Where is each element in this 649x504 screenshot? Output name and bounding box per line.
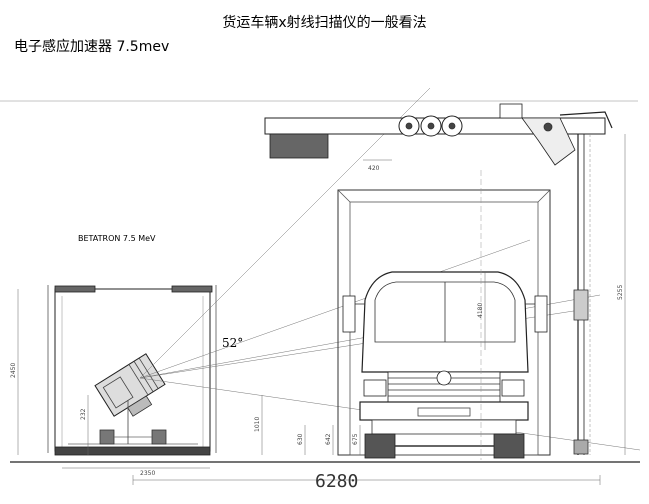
dimension-lines [17,134,626,485]
gantry-beam [264,103,613,166]
betatron-shelter [47,285,217,456]
dim-shelter-height: 2450 [10,363,17,378]
dim-low-c: 675 [352,433,359,445]
dim-source-height: 1010 [254,417,261,432]
dim-bar-offset: 420 [368,165,380,172]
dim-source-offset: 232 [80,408,87,420]
dim-left-mast: 4180 [477,303,484,318]
dim-low-b: 642 [325,433,332,445]
page-title: 货运车辆x射线扫描仪的一般看法 [222,15,427,31]
subtitle: 电子感应加速器 7.5mev [14,39,170,55]
dim-right-mast: 5255 [617,285,624,300]
dim-total-width: 6280 [315,471,358,492]
detector-mast [573,134,591,455]
dim-base-width: 2350 [140,470,155,477]
angle-label: 52° [222,336,243,350]
betatron-source [94,353,166,417]
source-label: BETATRON 7.5 MeV [78,234,156,243]
truck-front [342,271,548,459]
dim-low-a: 630 [297,433,304,445]
